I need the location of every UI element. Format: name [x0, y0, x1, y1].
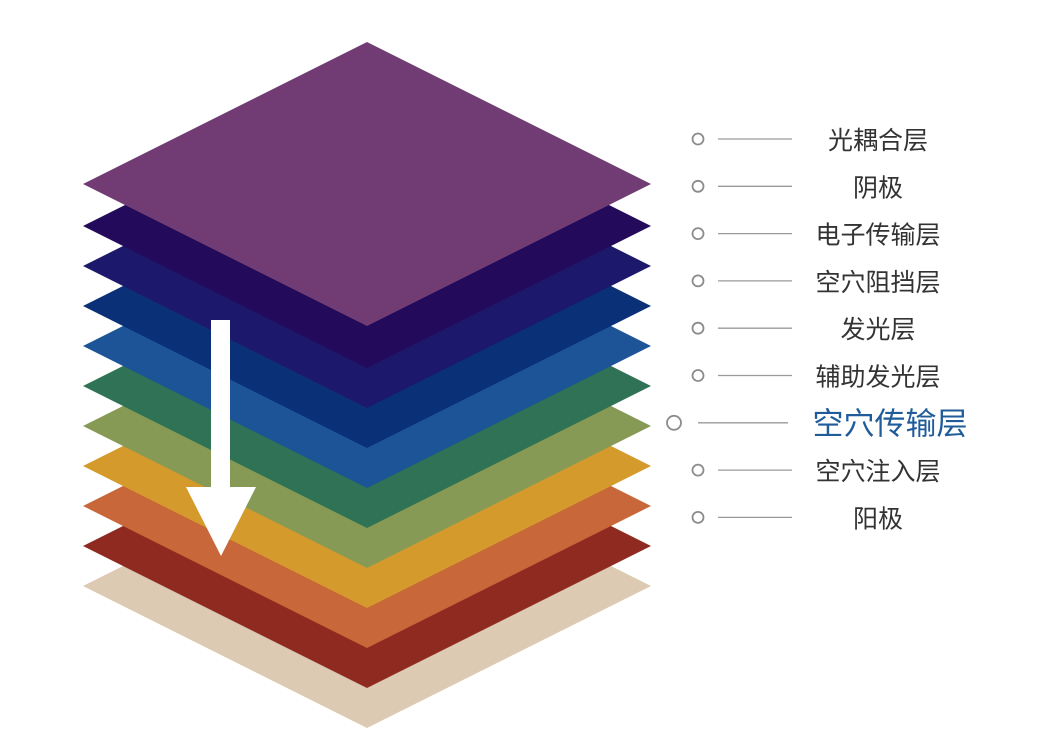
layer-label: 阳极: [853, 504, 903, 533]
layer-label: 空穴传输层: [813, 406, 968, 442]
leader-dot-icon: [691, 369, 705, 382]
top-plate: [83, 42, 651, 326]
layer-label: 电子传输层: [815, 221, 940, 250]
layer-label: 发光层: [840, 315, 915, 344]
down-arrow-icon: [186, 320, 256, 556]
leader-dot-icon: [691, 274, 705, 288]
arrow-shaft: [211, 320, 230, 490]
layer-label: 光耦合层: [828, 126, 928, 155]
layer-label-row: 阴极: [691, 173, 903, 202]
leader-dot-icon: [691, 511, 705, 524]
layer-label-row: 发光层: [691, 315, 916, 344]
leader-dot-icon: [691, 179, 705, 193]
leader-dot-icon: [691, 321, 705, 335]
layer-label-row: 光耦合层: [691, 126, 928, 155]
layer-label: 空穴阻挡层: [815, 268, 940, 297]
layer-label: 空穴注入层: [815, 457, 940, 486]
layer-label: 阴极: [853, 173, 903, 202]
leader-dot-icon: [666, 414, 682, 431]
layer-label-row: 空穴传输层: [666, 406, 968, 442]
layer-label: 辅助发光层: [815, 363, 940, 392]
layer-label-row: 阳极: [691, 504, 903, 533]
layer-label-row: 空穴注入层: [691, 457, 941, 486]
layer-label-row: 辅助发光层: [691, 363, 941, 392]
layer-label-row: 电子传输层: [691, 221, 941, 250]
leader-dot-icon: [691, 463, 705, 477]
layer-label-row: 空穴阻挡层: [691, 268, 941, 297]
leader-dot-icon: [691, 227, 705, 241]
arrow-head: [186, 487, 256, 556]
layer-plates: [83, 42, 651, 728]
leader-dot-icon: [691, 132, 705, 146]
